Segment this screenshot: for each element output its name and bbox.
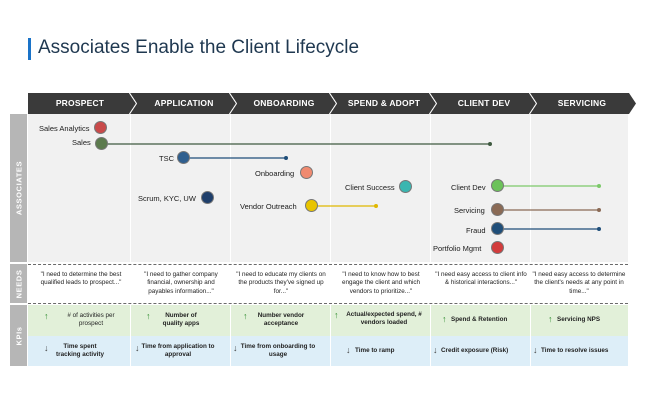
person-avatar-icon (300, 166, 313, 179)
stage-client-dev: CLIENT DEV (457, 98, 511, 108)
associate-portfolio-mgmt: Portfolio Mgmt (433, 244, 482, 253)
kpi-up-onboarding: Number vendor acceptance (257, 312, 305, 327)
line-end-dot (284, 156, 288, 160)
column-divider (130, 114, 131, 262)
person-avatar-icon (491, 179, 504, 192)
column-divider (330, 114, 331, 262)
line-end-dot (597, 208, 601, 212)
person-avatar-icon (94, 121, 107, 134)
need-client-dev: "I need easy access to client info & his… (435, 271, 527, 287)
column-divider (430, 114, 431, 262)
associate-scrum-kyc-uw: Scrum, KYC, UW (138, 194, 196, 203)
kpi-up-spend-adopt: Actual/expected spend, # vendors loaded (346, 311, 422, 326)
stage-servicing: SERVICING (557, 98, 607, 108)
kpi-down-application: Time from application to approval (141, 343, 215, 358)
need-prospect: "I need to determine the best qualified … (40, 271, 122, 287)
kpi-increase-band (28, 305, 628, 336)
kpi-decrease-band (28, 336, 628, 366)
associate-sales: Sales (72, 138, 91, 147)
arrow-down-icon: ↓ (346, 345, 351, 355)
associate-servicing: Servicing (454, 206, 485, 215)
stage-onboarding: ONBOARDING (253, 98, 315, 108)
arrow-down-icon: ↓ (533, 345, 538, 355)
associate-vendor-outreach: Vendor Outreach (240, 202, 297, 211)
column-divider (230, 114, 231, 262)
column-divider (430, 305, 431, 366)
arrow-down-icon: ↓ (433, 345, 438, 355)
arrow-up-icon: ↑ (146, 311, 151, 321)
arrow-up-icon: ↑ (44, 311, 49, 321)
person-avatar-icon (201, 191, 214, 204)
arrow-up-icon: ↑ (334, 310, 339, 320)
column-divider (330, 305, 331, 366)
stage-prospect: PROSPECT (55, 98, 105, 108)
line-end-dot (488, 142, 492, 146)
person-avatar-icon (177, 151, 190, 164)
column-divider (530, 305, 531, 366)
side-label-kpis: KPIs (10, 305, 27, 366)
page-title: Associates Enable the Client Lifecycle (38, 37, 360, 58)
associate-tsc: TSC (159, 154, 174, 163)
associate-onboarding: Onboarding (255, 169, 295, 178)
associate-fraud: Fraud (466, 226, 486, 235)
person-avatar-icon (491, 241, 504, 254)
arrow-up-icon: ↑ (442, 314, 447, 324)
arrow-up-icon: ↑ (243, 311, 248, 321)
person-avatar-icon (305, 199, 318, 212)
arrow-down-icon: ↓ (44, 343, 49, 353)
needs-bottom-divider (28, 303, 628, 304)
line-end-dot (597, 184, 601, 188)
side-label-needs: NEEDS (10, 264, 27, 303)
arrow-up-icon: ↑ (548, 314, 553, 324)
stage-spend-adopt: SPEND & ADOPT (347, 98, 421, 108)
associate-client-dev: Client Dev (451, 183, 486, 192)
kpi-down-spend-adopt: Time to ramp (355, 347, 395, 354)
person-avatar-icon (399, 180, 412, 193)
need-spend-adopt: "I need to know how to best engage the c… (341, 271, 421, 295)
kpi-up-application: Number of quality apps (162, 312, 200, 327)
person-avatar-icon (95, 137, 108, 150)
person-avatar-icon (491, 203, 504, 216)
arrow-down-icon: ↓ (135, 343, 140, 353)
need-application: "I need to gather company financial, own… (144, 271, 218, 295)
associate-sales-analytics: Sales Analytics (39, 124, 90, 133)
line-end-dot (374, 204, 378, 208)
arrow-down-icon: ↓ (233, 343, 238, 353)
kpi-down-client-dev: Credit exposure (Risk) (441, 347, 509, 354)
kpi-down-servicing: Time to resolve issues (541, 347, 609, 354)
column-divider (230, 305, 231, 366)
column-divider (530, 114, 531, 262)
need-onboarding: "I need to educate my clients on the pro… (236, 271, 326, 295)
stage-chevron-bar (28, 93, 636, 114)
line-end-dot (597, 227, 601, 231)
kpi-up-servicing: Servicing NPS (557, 316, 601, 323)
column-divider (130, 305, 131, 366)
kpi-down-onboarding: Time from onboarding to usage (240, 343, 316, 358)
person-avatar-icon (491, 222, 504, 235)
need-servicing: "I need easy access to determine the cli… (532, 271, 626, 295)
kpi-down-prospect: Time spent tracking activity (56, 343, 104, 358)
associate-client-success: Client Success (345, 183, 395, 192)
associates-area (28, 114, 628, 262)
kpi-up-client-dev: Spend & Retention (451, 316, 508, 323)
needs-top-divider (28, 264, 628, 265)
stage-application: APPLICATION (154, 98, 214, 108)
side-label-associates: ASSOCIATES (10, 114, 27, 262)
title-accent-bar (28, 38, 31, 60)
kpi-up-prospect: # of activities per prospect (67, 312, 115, 327)
